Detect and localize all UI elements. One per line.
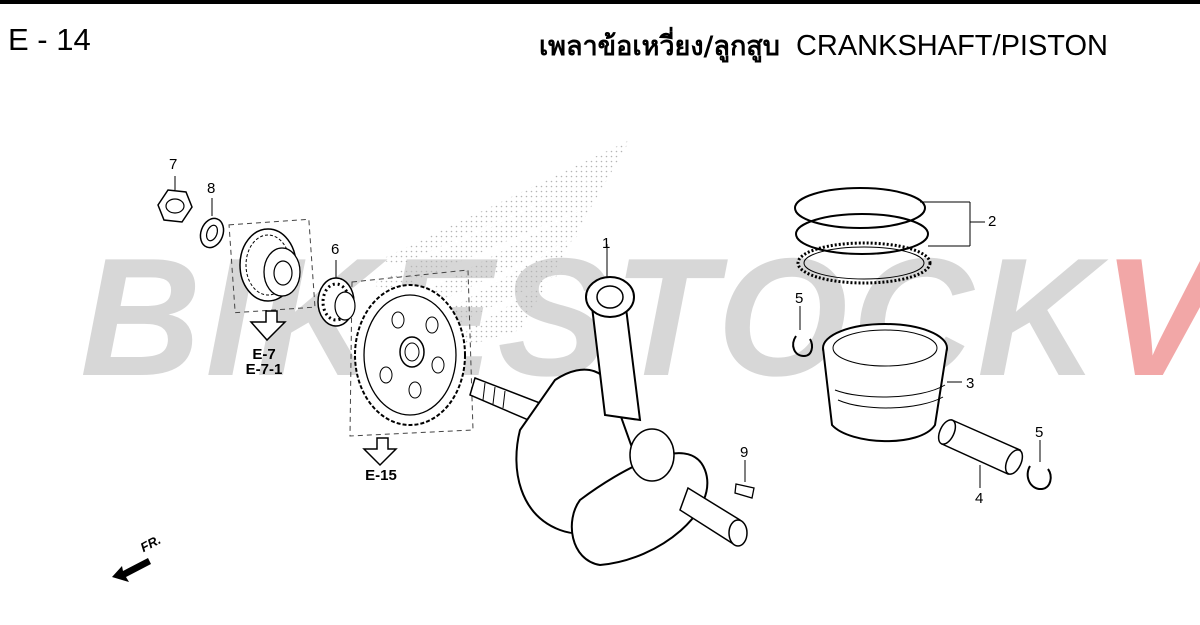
washer-part bbox=[199, 198, 225, 249]
nut-part bbox=[157, 176, 193, 223]
ref-arrow-left bbox=[249, 310, 287, 342]
small-gear-part bbox=[239, 228, 301, 302]
top-rule bbox=[0, 0, 1200, 4]
ref-label-a: E-7 E-7-1 bbox=[236, 347, 292, 377]
callout-5-upper: 5 bbox=[795, 290, 804, 307]
callout-2: 2 bbox=[988, 213, 997, 230]
callout-6: 6 bbox=[331, 241, 340, 258]
ref-arrow-right bbox=[362, 437, 398, 467]
ref-label-a-line1: E-7 bbox=[252, 346, 276, 363]
clip-lower-part bbox=[1026, 440, 1052, 491]
callout-9: 9 bbox=[740, 444, 749, 461]
callout-8: 8 bbox=[207, 180, 216, 197]
woodruff-key-part bbox=[734, 460, 755, 499]
page-code: E - 14 bbox=[8, 22, 91, 57]
crankshaft-part bbox=[469, 244, 748, 567]
callout-7: 7 bbox=[169, 156, 178, 173]
callout-5-lower: 5 bbox=[1035, 424, 1044, 441]
gear-group-box-right bbox=[349, 269, 474, 437]
piston-part bbox=[822, 323, 962, 443]
callout-3: 3 bbox=[966, 375, 975, 392]
large-gear-part bbox=[354, 284, 466, 426]
wing-logo bbox=[370, 140, 630, 360]
front-direction-arrow bbox=[112, 558, 151, 582]
ref-label-b: E-15 bbox=[365, 467, 397, 484]
watermark-accent: VN bbox=[1102, 223, 1200, 411]
piston-pin-part bbox=[937, 419, 1024, 488]
page-title: เพลาข้อเหวี่ยง/ลูกสูบ CRANKSHAFT/PISTON bbox=[539, 24, 1108, 67]
title-thai: เพลาข้อเหวี่ยง/ลูกสูบ bbox=[538, 31, 780, 62]
needle-bearing-part bbox=[317, 260, 356, 327]
ref-label-a-line2: E-7-1 bbox=[245, 361, 283, 378]
title-english: CRANKSHAFT/PISTON bbox=[795, 30, 1108, 62]
callout-4: 4 bbox=[975, 490, 984, 507]
piston-rings-part bbox=[794, 187, 985, 285]
clip-upper-part bbox=[792, 306, 813, 358]
callout-1: 1 bbox=[602, 235, 611, 252]
gear-group-box-left bbox=[228, 218, 316, 314]
